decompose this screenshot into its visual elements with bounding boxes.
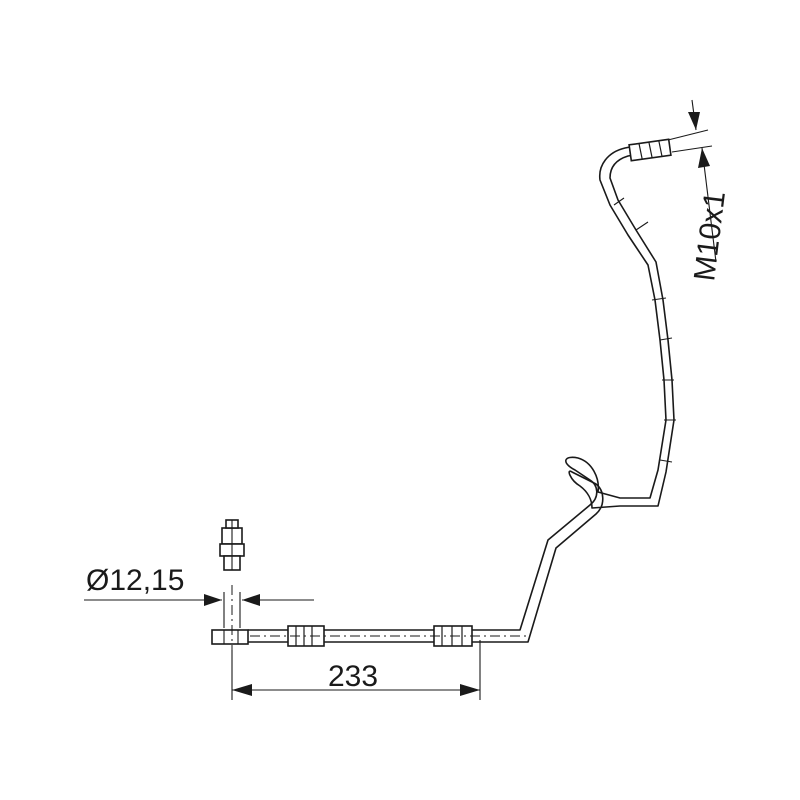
diameter-dimension: Ø12,15 bbox=[84, 564, 314, 606]
threaded-end-fitting bbox=[628, 138, 672, 162]
thread-dimension: M10x1 bbox=[667, 99, 732, 283]
diameter-label: Ø12,15 bbox=[86, 564, 184, 597]
hose-line bbox=[247, 144, 676, 643]
length-label: 233 bbox=[328, 660, 378, 693]
length-dimension: 233 bbox=[231, 640, 481, 700]
banjo-fitting bbox=[211, 629, 249, 645]
banjo-bolt bbox=[219, 519, 245, 571]
thread-label: M10x1 bbox=[688, 189, 732, 282]
